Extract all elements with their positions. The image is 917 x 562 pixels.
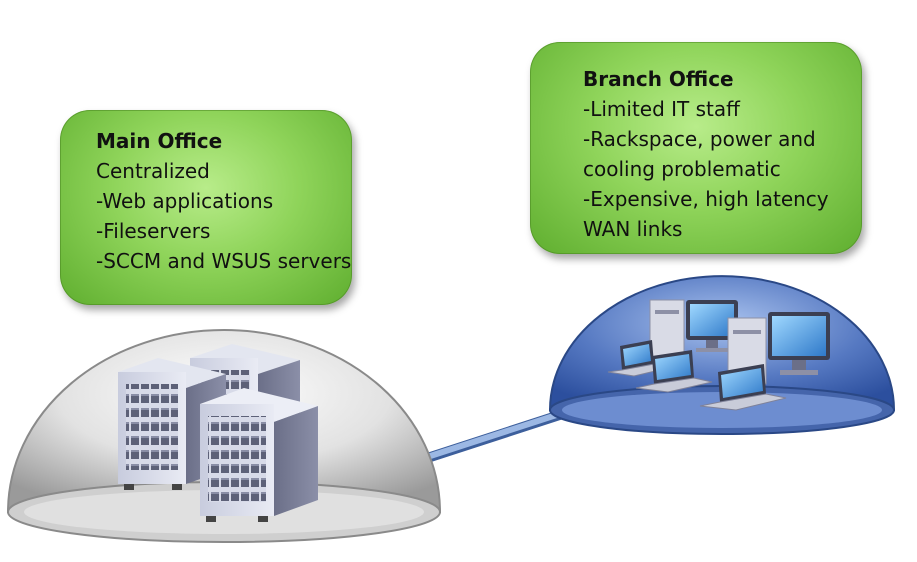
main-office-line: -SCCM and WSUS servers <box>96 249 352 273</box>
branch-office-line: -Limited IT staff <box>583 97 740 121</box>
main-office-line: -Fileservers <box>96 219 211 243</box>
branch-office-line: -Expensive, high latency <box>583 187 829 211</box>
branch-office-line: -Rackspace, power and <box>583 127 816 151</box>
server-rack-icon <box>118 344 318 522</box>
workstation-laptop-icon <box>607 299 830 411</box>
wan-link <box>410 405 580 467</box>
main-office-line: Centralized <box>96 159 210 183</box>
main-office-line: -Web applications <box>96 189 274 213</box>
branch-office-title: Branch Office <box>583 67 734 91</box>
branch-office-dome <box>548 275 896 435</box>
main-office-title: Main Office <box>96 129 223 153</box>
branch-office-box: Branch Office -Limited IT staff -Rackspa… <box>530 42 862 254</box>
main-office-box: Main Office Centralized -Web application… <box>60 110 352 305</box>
branch-office-line: cooling problematic <box>583 157 781 181</box>
branch-office-line: WAN links <box>583 217 683 241</box>
